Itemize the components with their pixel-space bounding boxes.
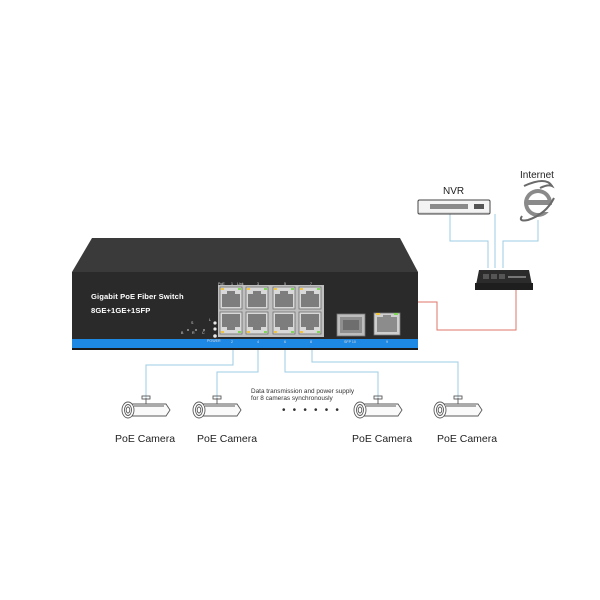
- nvr-label: NVR: [443, 186, 465, 197]
- accent-bar: [72, 339, 418, 348]
- led-s: [213, 321, 217, 325]
- rj45-port-6: [272, 311, 296, 335]
- camera-label-1: PoE Camera: [115, 433, 176, 445]
- rj45-port-7: [298, 286, 322, 310]
- rj45-port-8: [298, 311, 322, 335]
- rj45-port-4: [245, 311, 269, 335]
- cable-nvr: [449, 214, 489, 268]
- cable-camera-4: [311, 345, 459, 398]
- rj45-port-1: [219, 286, 243, 310]
- camera-icon-2: [192, 395, 242, 419]
- port-number-4: 4: [257, 340, 259, 344]
- sfp-port: [336, 313, 366, 337]
- note-text: Data transmission and power supply for 8…: [251, 388, 354, 403]
- label-led-b: B: [181, 331, 184, 335]
- port-number-1: 1: [231, 282, 233, 286]
- poe-switch: [72, 238, 418, 350]
- label-port-9: 9: [386, 340, 388, 344]
- cable-camera-2: [216, 345, 259, 398]
- label-l: L: [209, 318, 211, 322]
- cable-camera-3: [284, 345, 379, 398]
- label-s: S: [191, 321, 194, 325]
- rj45-port-5: [272, 286, 296, 310]
- label-poe: PoE: [218, 282, 225, 286]
- switch-title-line1: Gigabit PoE Fiber Switch: [91, 292, 184, 301]
- router-icon: [475, 270, 533, 290]
- camera-icon-3: [353, 395, 403, 419]
- port-number-6: 6: [284, 340, 286, 344]
- nvr-device: [417, 199, 491, 215]
- blue-cables: [145, 214, 539, 398]
- ellipsis-dots: • • • • • •: [282, 405, 342, 416]
- rj45-port-9: [373, 312, 401, 336]
- camera-group: [121, 395, 483, 419]
- label-led-c: C: [202, 331, 205, 335]
- cable-internet: [502, 220, 539, 268]
- camera-icon-4: [433, 395, 483, 419]
- note-line-2: for 8 cameras synchronously: [251, 395, 333, 403]
- camera-icon-1: [121, 395, 171, 419]
- label-link: Link: [237, 282, 244, 286]
- port-number-5: 5: [284, 282, 286, 286]
- switch-title-line2: 8GE+1GE+1SFP: [91, 306, 151, 315]
- note-line-1: Data transmission and power supply: [251, 388, 355, 395]
- port-number-2: 2: [231, 340, 233, 344]
- led-power: [213, 334, 217, 338]
- label-power: POWER: [207, 339, 221, 343]
- camera-label-4: PoE Camera: [437, 433, 498, 445]
- cable-camera-1: [145, 345, 234, 398]
- label-sfp: SFP 10: [344, 340, 356, 344]
- port-number-8: 8: [310, 340, 312, 344]
- led-l: [213, 327, 217, 331]
- camera-label-3: PoE Camera: [352, 433, 413, 445]
- rj45-port-2: [219, 311, 243, 335]
- label-led-r: R: [192, 331, 195, 335]
- rj45-port-3: [245, 286, 269, 310]
- camera-label-2: PoE Camera: [197, 433, 258, 445]
- port-number-3: 3: [257, 282, 259, 286]
- internet-label: Internet: [520, 170, 554, 181]
- port-number-7: 7: [310, 282, 312, 286]
- ie-browser-icon: [519, 180, 555, 222]
- rj45-port-block: [218, 285, 324, 337]
